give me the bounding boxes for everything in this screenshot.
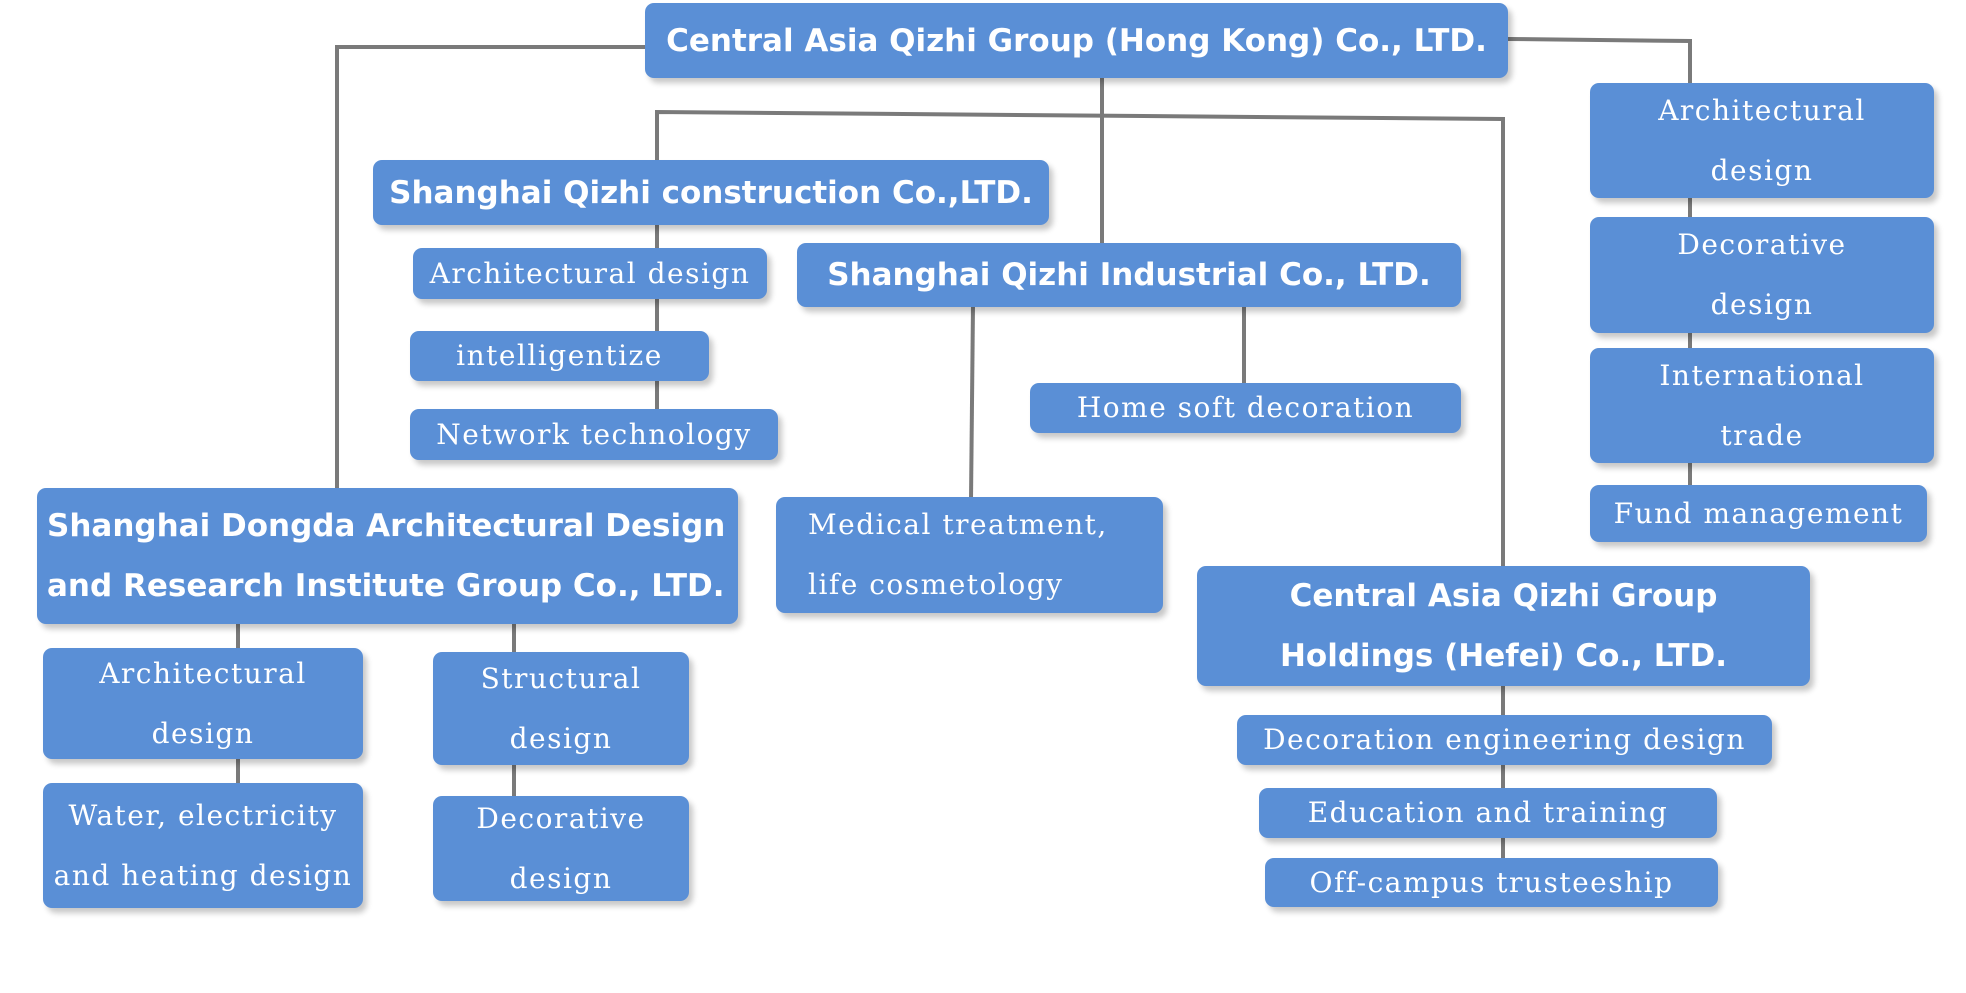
construction-service-intelligentize: intelligentize xyxy=(410,331,709,381)
industrial-service-medical-cosmetology: Medical treatment, life cosmetology xyxy=(776,497,1163,613)
hk-service-architectural-design: Architectural design xyxy=(1590,83,1934,198)
dongda-service-water-electricity-heating: Water, electricity and heating design xyxy=(43,783,363,908)
company-hefei-name: Central Asia Qizhi Group Holdings (Hefei… xyxy=(1279,578,1728,674)
company-industrial-name: Shanghai Qizhi Industrial Co., LTD. xyxy=(827,257,1431,293)
dongda-service-structural-design: Structural design xyxy=(433,652,689,765)
company-dongda: Shanghai Dongda Architectural Design and… xyxy=(37,488,738,624)
company-construction: Shanghai Qizhi construction Co.,LTD. xyxy=(373,160,1049,225)
construction-service-architectural-design: Architectural design xyxy=(413,248,767,299)
connector-hk-services xyxy=(1505,36,1692,500)
dongda-service-decorative-design: Decorative design xyxy=(433,796,689,901)
company-construction-name: Shanghai Qizhi construction Co.,LTD. xyxy=(389,174,1033,211)
construction-service-network-technology: Network technology xyxy=(410,409,778,460)
hk-service-decorative-design: Decorative design xyxy=(1590,217,1934,333)
hefei-service-education-training: Education and training xyxy=(1259,788,1717,838)
company-hong-kong: Central Asia Qizhi Group (Hong Kong) Co.… xyxy=(645,3,1508,78)
company-hong-kong-name: Central Asia Qizhi Group (Hong Kong) Co.… xyxy=(666,22,1487,59)
hefei-service-off-campus-trusteeship: Off-campus trusteeship xyxy=(1265,858,1718,907)
company-industrial: Shanghai Qizhi Industrial Co., LTD. xyxy=(797,243,1461,307)
connector-hk-dongda xyxy=(335,45,647,492)
industrial-service-home-soft-decoration: Home soft decoration xyxy=(1030,383,1461,433)
dongda-service-architectural-design: Architectural design xyxy=(43,648,363,759)
hk-service-international-trade: International trade xyxy=(1590,348,1934,463)
hefei-service-decoration-engineering-design: Decoration engineering design xyxy=(1237,715,1772,765)
company-hefei: Central Asia Qizhi Group Holdings (Hefei… xyxy=(1197,566,1810,686)
company-dongda-name: Shanghai Dongda Architectural Design and… xyxy=(47,508,726,604)
connector-industrial-medical xyxy=(968,302,976,503)
hk-service-fund-management: Fund management xyxy=(1590,485,1927,542)
